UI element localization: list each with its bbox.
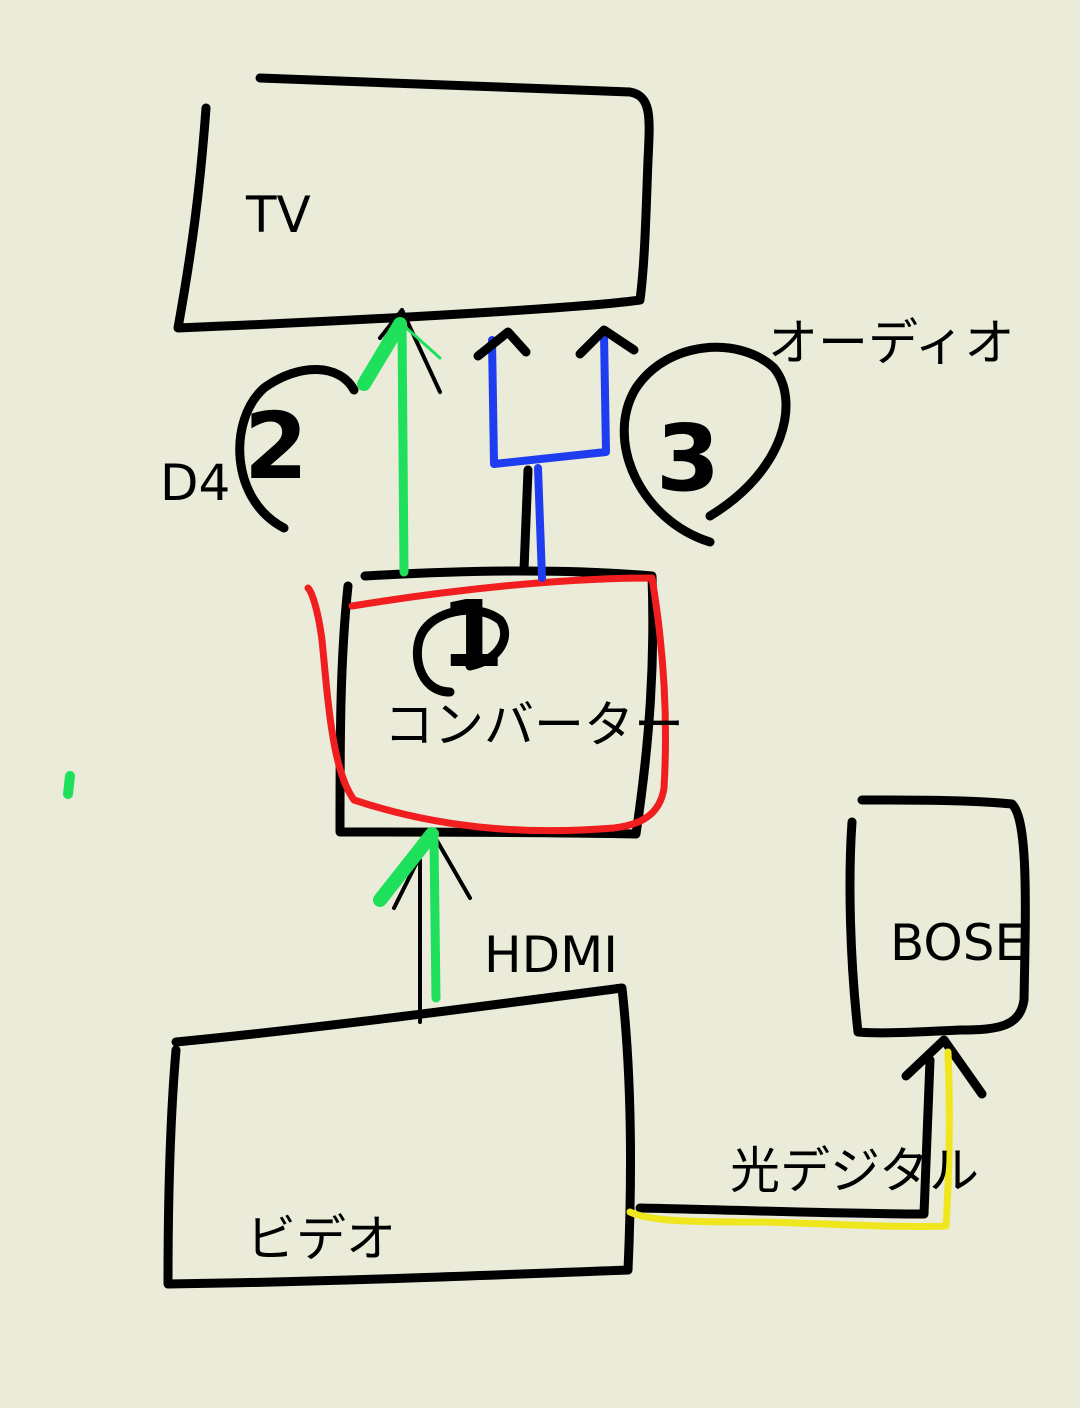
audio-arrowhead-right: [575, 325, 639, 359]
step-1-number: 1: [440, 581, 504, 688]
step-3-marker: 3: [619, 342, 791, 547]
audio-connection: オーディオ: [473, 314, 1015, 582]
tv-node: TV: [173, 73, 654, 333]
d4-green-arrowhead: [357, 317, 407, 391]
green-stray-mark: [63, 771, 75, 799]
step-3-number: 3: [656, 405, 720, 512]
d4-green-arrow: [397, 321, 409, 577]
step-1-circle: [412, 605, 510, 697]
audio-blue-wire: [488, 330, 610, 582]
step-2-circle: [235, 365, 359, 533]
video-node: ビデオ: [163, 983, 635, 1289]
video-label: ビデオ: [246, 1210, 396, 1268]
optical-yellow-wire: [626, 1048, 953, 1231]
bose-node: BOSE: [845, 795, 1030, 1038]
optical-label: 光デジタル: [730, 1142, 979, 1200]
step-1-marker: 1: [412, 581, 510, 697]
tv-box: [173, 73, 654, 333]
tv-label: TV: [245, 186, 311, 244]
audio-label: オーディオ: [768, 314, 1015, 372]
d4-connection: D4: [160, 308, 442, 577]
hdmi-green-arrow: [429, 835, 441, 1003]
d4-label: D4: [160, 454, 230, 512]
step-3-circle: [619, 342, 791, 547]
converter-node: コンバーター: [304, 566, 684, 839]
hdmi-label: HDMI: [484, 926, 618, 984]
optical-connection: 光デジタル: [626, 1035, 987, 1231]
audio-arrowhead-left: [473, 327, 531, 361]
converter-red-highlight: [304, 574, 669, 835]
optical-black-line: [635, 1035, 987, 1219]
step-2-number: 2: [244, 393, 308, 500]
bose-label: BOSE: [890, 914, 1026, 972]
audio-black-line: [519, 465, 533, 575]
converter-label: コンバーター: [384, 696, 684, 754]
step-2-marker: 2: [235, 365, 359, 533]
bose-box: [845, 795, 1030, 1038]
hdmi-green-arrowhead: [373, 827, 439, 907]
hdmi-connection: HDMI: [373, 827, 618, 1024]
video-box: [163, 983, 635, 1289]
d4-green-arrowhead-right: [400, 322, 442, 360]
